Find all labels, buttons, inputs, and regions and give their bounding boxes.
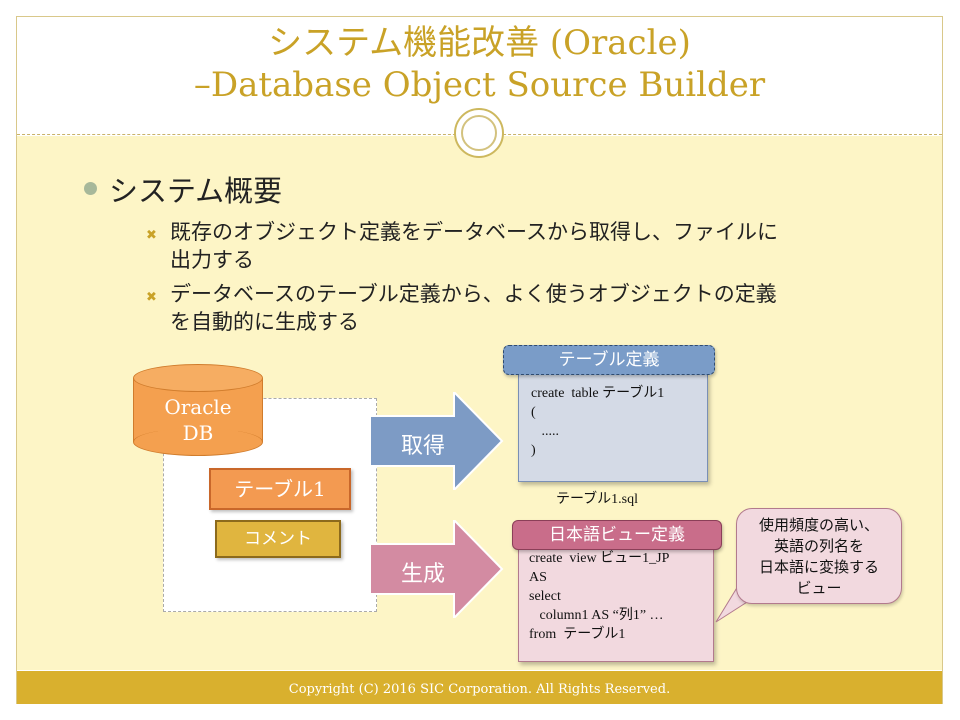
sub-bullet-1-text: 既存のオブジェクト定義をデータベースから取得し、ファイルに出力する [146,218,866,274]
database-label-line-2: DB [182,421,214,445]
database-cylinder: Oracle DB [133,364,263,456]
sub-bullet-2-text: データベースのテーブル定義から、よく使うオブジェクトの定義を自動的に生成する [146,280,866,336]
table-definition-tag: テーブル定義 [503,345,715,375]
view-def-line: AS [529,570,547,585]
database-label: Oracle DB [133,394,263,446]
table-definition-filename: テーブル1.sql [556,492,638,507]
table-box: テーブル1 [209,468,351,510]
cylinder-top [133,364,263,392]
callout-line: ビュー [796,579,842,597]
star-bullet-icon: ✖ [146,290,157,305]
medallion-ornament [454,108,504,158]
callout-line: 英語の列名を [773,537,864,555]
table-definition-document: create table テーブル1 ( ..... ) [518,374,708,482]
footer-copyright: Copyright (C) 2016 SIC Corporation. All … [17,671,942,704]
slide-title: システム機能改善 (Oracle) –Database Object Sourc… [17,22,942,106]
title-line-1: システム機能改善 (Oracle) [268,23,691,63]
database-label-line-1: Oracle [164,395,232,419]
main-bullet-text: システム概要 [109,174,283,208]
sub-bullet-2: ✖ データベースのテーブル定義から、よく使うオブジェクトの定義を自動的に生成する [146,280,866,336]
star-bullet-icon: ✖ [146,228,157,243]
bullet-dot [84,182,97,195]
table-def-line: ) [531,443,536,458]
generate-arrow-label: 生成 [400,562,445,587]
table-def-line: create table テーブル1 [531,386,665,401]
get-arrow-label: 取得 [400,434,445,459]
table-def-line: ..... [531,424,560,439]
view-def-line: select [529,589,561,604]
view-definition-tag: 日本語ビュー定義 [512,520,722,550]
sub-bullet-2-line-2: を自動的に生成する [170,310,359,334]
table-def-line: ( [531,405,536,420]
sub-bullet-1-line-2: 出力する [170,248,254,272]
title-line-2: –Database Object Source Builder [193,65,766,105]
comment-box: コメント [215,520,341,558]
generate-arrow [370,520,504,618]
view-def-line: create view ビュー1_JP [529,551,670,566]
main-bullet: システム概要 [84,168,282,210]
sub-bullet-2-line-1: データベースのテーブル定義から、よく使うオブジェクトの定義 [170,282,777,306]
view-def-line: from テーブル1 [529,627,626,642]
callout-line: 使用頻度の高い、 [758,516,879,534]
get-arrow [370,392,504,490]
callout-bubble: 使用頻度の高い、 英語の列名を 日本語に変換する ビュー [736,508,902,604]
sub-bullet-1: ✖ 既存のオブジェクト定義をデータベースから取得し、ファイルに出力する [146,218,866,274]
sub-bullet-1-line-1: 既存のオブジェクト定義をデータベースから取得し、ファイルに [170,220,778,244]
view-def-line: column1 AS “列1” … [529,608,664,623]
cylinder-bottom [133,428,263,456]
view-definition-document: create view ビュー1_JP AS select column1 AS… [518,540,714,662]
callout-line: 日本語に変換する [758,558,879,576]
